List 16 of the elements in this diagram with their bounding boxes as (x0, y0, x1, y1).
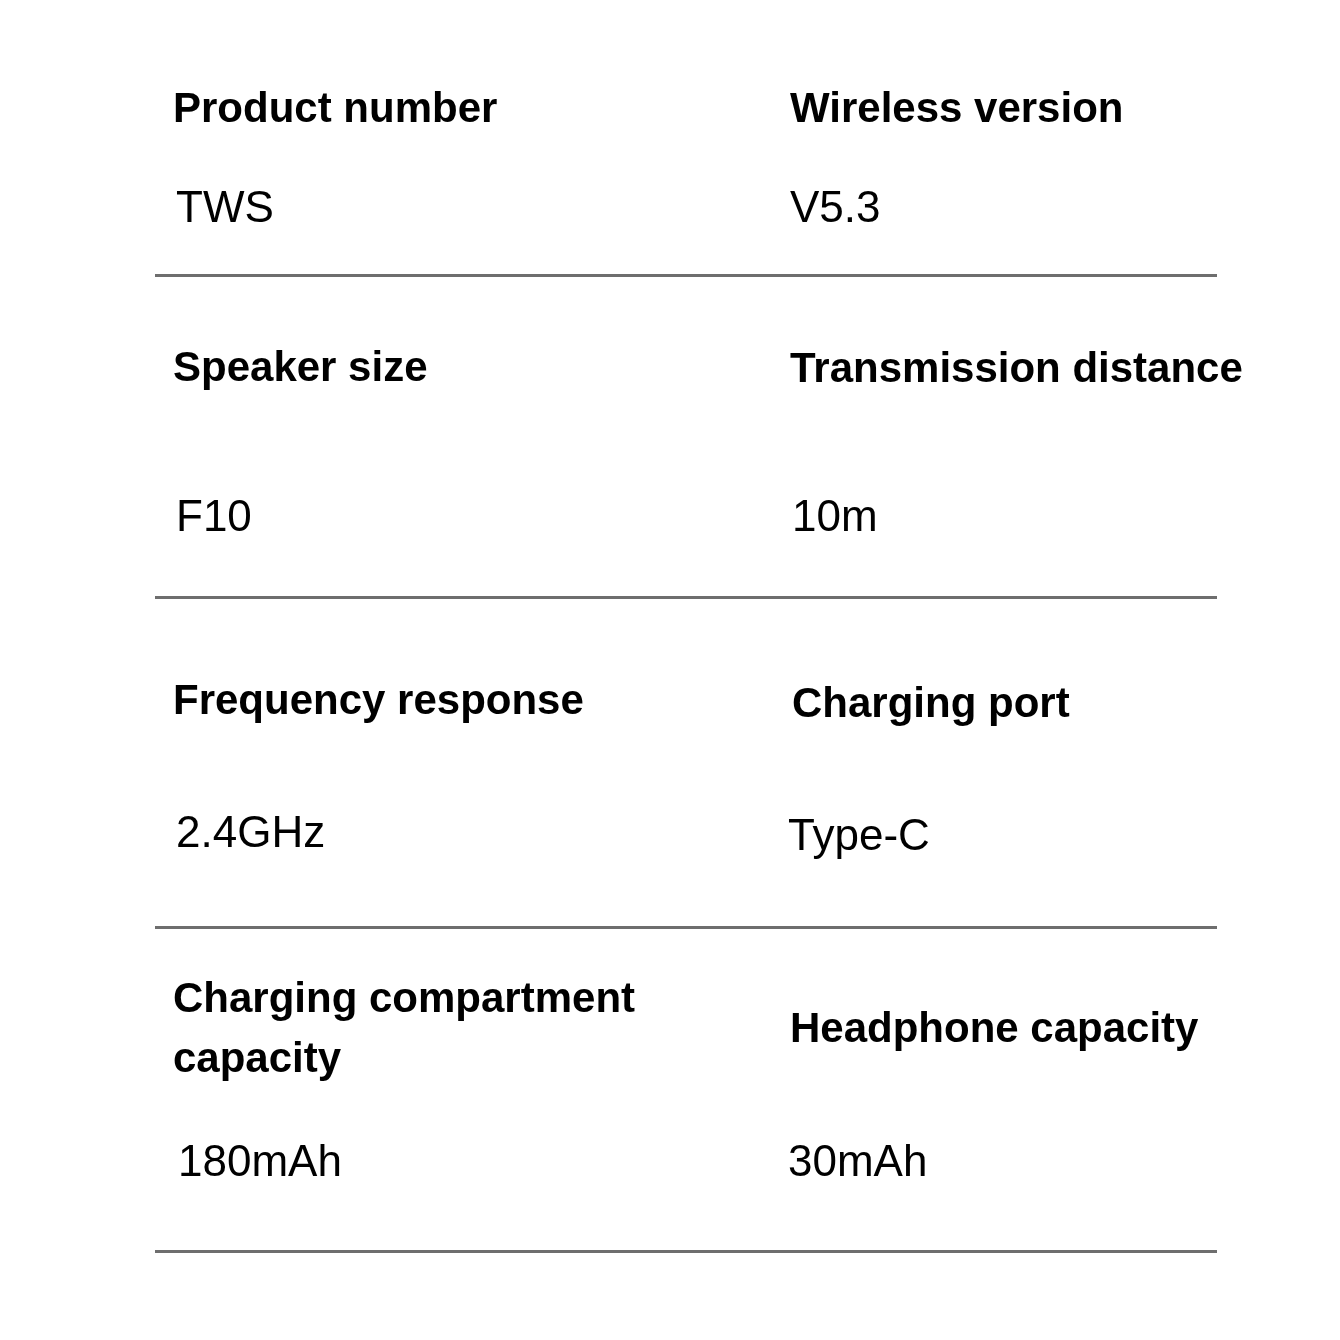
spec-value: Type-C (788, 809, 930, 861)
spec-heading: Charging port (792, 678, 1070, 728)
spec-value: 180mAh (178, 1135, 342, 1187)
spec-value: 2.4GHz (176, 806, 326, 858)
spec-heading: Headphone capacity (790, 1003, 1199, 1053)
spec-value: 30mAh (788, 1135, 928, 1187)
spec-heading: Frequency response (173, 675, 584, 725)
spec-heading: Transmission distance (790, 343, 1243, 393)
spec-value: F10 (176, 490, 252, 542)
spec-value: 10m (792, 490, 878, 542)
spec-heading: Charging compartment capacity (173, 973, 637, 1083)
spec-heading: Wireless version (790, 83, 1124, 133)
spec-value: TWS (176, 181, 274, 233)
spec-value: V5.3 (790, 181, 881, 233)
spec-heading: Product number (173, 83, 498, 133)
spec-heading: Speaker size (173, 342, 428, 392)
